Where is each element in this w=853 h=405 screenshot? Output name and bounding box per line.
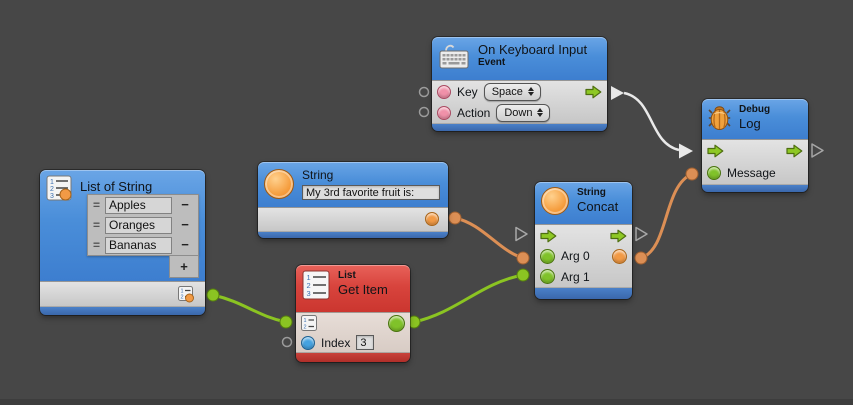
list-items-widget: = Apples − = Oranges − = Bananas −: [87, 194, 199, 278]
concat-output-port[interactable]: [612, 248, 627, 264]
wire-getitem-to-concat[interactable]: [407, 268, 530, 329]
node-footer: [296, 353, 410, 362]
list-item-input[interactable]: Bananas: [105, 236, 172, 254]
item-output-port[interactable]: [388, 314, 405, 332]
keyboard-icon: [439, 44, 469, 69]
node-title: Get Item: [338, 282, 388, 297]
list-item-input[interactable]: Oranges: [105, 216, 172, 234]
node-title: On Keyboard Input: [478, 42, 588, 57]
action-label: Action: [457, 105, 491, 120]
flow-in-arrow-icon[interactable]: [540, 229, 557, 243]
node-footer: [432, 124, 607, 131]
drag-handle-icon[interactable]: =: [92, 218, 100, 232]
list-item-row: = Oranges −: [88, 215, 198, 235]
node-footer: [40, 307, 205, 315]
node-footer: [258, 231, 448, 238]
message-label: Message: [727, 166, 776, 181]
bottom-bar: [0, 399, 853, 405]
svg-text:1: 1: [307, 273, 311, 282]
node-category: List: [338, 270, 356, 281]
drag-handle-icon[interactable]: =: [92, 198, 100, 212]
add-item-button[interactable]: +: [180, 258, 188, 274]
node-concat[interactable]: String Concat Arg 0 Arg 1: [535, 182, 632, 299]
list-item-input[interactable]: Apples: [105, 196, 172, 214]
index-label: Index: [321, 335, 351, 350]
list-item-row: = Apples −: [88, 195, 198, 215]
remove-item-button[interactable]: −: [181, 197, 189, 212]
keyboard-key-ext-port[interactable]: [418, 86, 430, 98]
index-value-input[interactable]: [356, 335, 375, 351]
list-icon: 1 2 3: [46, 175, 72, 201]
node-title: String: [302, 168, 334, 183]
node-subtitle: Event: [478, 57, 506, 68]
svg-text:2: 2: [50, 186, 54, 193]
string-type-icon: [264, 169, 294, 200]
string-type-icon: [541, 187, 569, 215]
node-title: Log: [739, 116, 761, 131]
svg-text:2: 2: [181, 294, 184, 300]
keyboard-action-ext-port[interactable]: [418, 106, 430, 118]
node-footer: [702, 185, 808, 192]
node-debug-log[interactable]: Debug Log Message: [702, 99, 808, 192]
wire-keyboard-to-log[interactable]: [611, 86, 693, 159]
arg1-port[interactable]: [540, 269, 555, 285]
wire-string-to-concat[interactable]: [448, 211, 530, 265]
index-port[interactable]: [301, 335, 315, 350]
node-title: List of String: [80, 179, 153, 194]
message-port[interactable]: [707, 166, 721, 181]
svg-text:2: 2: [304, 324, 307, 330]
flow-out-arrow-icon[interactable]: [786, 144, 803, 158]
key-dropdown[interactable]: Space: [483, 82, 541, 101]
node-footer: [535, 288, 632, 299]
svg-text:2: 2: [307, 281, 311, 290]
list-input-port[interactable]: 1 2: [301, 314, 318, 332]
remove-item-button[interactable]: −: [181, 217, 189, 232]
key-label: Key: [457, 84, 478, 99]
node-string-literal[interactable]: String: [258, 162, 448, 238]
wire-list-to-getitem[interactable]: [206, 288, 293, 329]
node-get-item[interactable]: 1 2 3 List Get Item 1 2: [296, 265, 410, 362]
node-list-of-string[interactable]: 1 2 3 List of String = Apples − = Orange…: [40, 170, 205, 315]
flow-out-arrow-icon[interactable]: [585, 85, 602, 99]
svg-text:1: 1: [304, 318, 307, 324]
list-item-row: = Bananas −: [88, 235, 198, 255]
string-value-input[interactable]: [302, 185, 440, 201]
node-category: Debug: [739, 104, 771, 115]
action-port[interactable]: [437, 105, 451, 120]
action-dropdown-value: Down: [504, 106, 533, 119]
node-title: Concat: [577, 199, 619, 214]
arg1-label: Arg 1: [561, 269, 590, 284]
wire-concat-to-log[interactable]: [634, 167, 699, 265]
drag-handle-icon[interactable]: =: [92, 238, 100, 252]
flow-out-arrow-icon[interactable]: [610, 229, 627, 243]
list-output-port[interactable]: 1 2: [178, 285, 195, 303]
string-output-port[interactable]: [425, 212, 439, 227]
concat-flow-in-ext-port[interactable]: [515, 226, 528, 242]
getitem-index-ext-port[interactable]: [281, 336, 293, 348]
flow-in-arrow-icon[interactable]: [707, 144, 724, 158]
arg0-port[interactable]: [540, 248, 555, 264]
list-icon: 1 2 3: [302, 270, 330, 300]
concat-flow-out-ext-port[interactable]: [635, 226, 648, 242]
action-dropdown[interactable]: Down: [496, 103, 551, 122]
node-category: String: [577, 187, 606, 198]
svg-text:1: 1: [50, 179, 54, 186]
bug-icon: [708, 106, 731, 130]
dropdown-caret-icon: [537, 108, 544, 118]
dropdown-caret-icon: [527, 87, 535, 97]
arg0-label: Arg 0: [561, 249, 590, 264]
node-on-keyboard-input[interactable]: On Keyboard Input Event Key Space Action…: [432, 37, 607, 131]
key-port[interactable]: [437, 84, 451, 99]
svg-text:1: 1: [181, 288, 184, 294]
log-flow-out-ext-port[interactable]: [811, 143, 824, 158]
remove-item-button[interactable]: −: [181, 237, 189, 252]
svg-text:3: 3: [307, 289, 311, 298]
key-dropdown-value: Space: [491, 85, 523, 98]
svg-text:3: 3: [50, 193, 54, 200]
